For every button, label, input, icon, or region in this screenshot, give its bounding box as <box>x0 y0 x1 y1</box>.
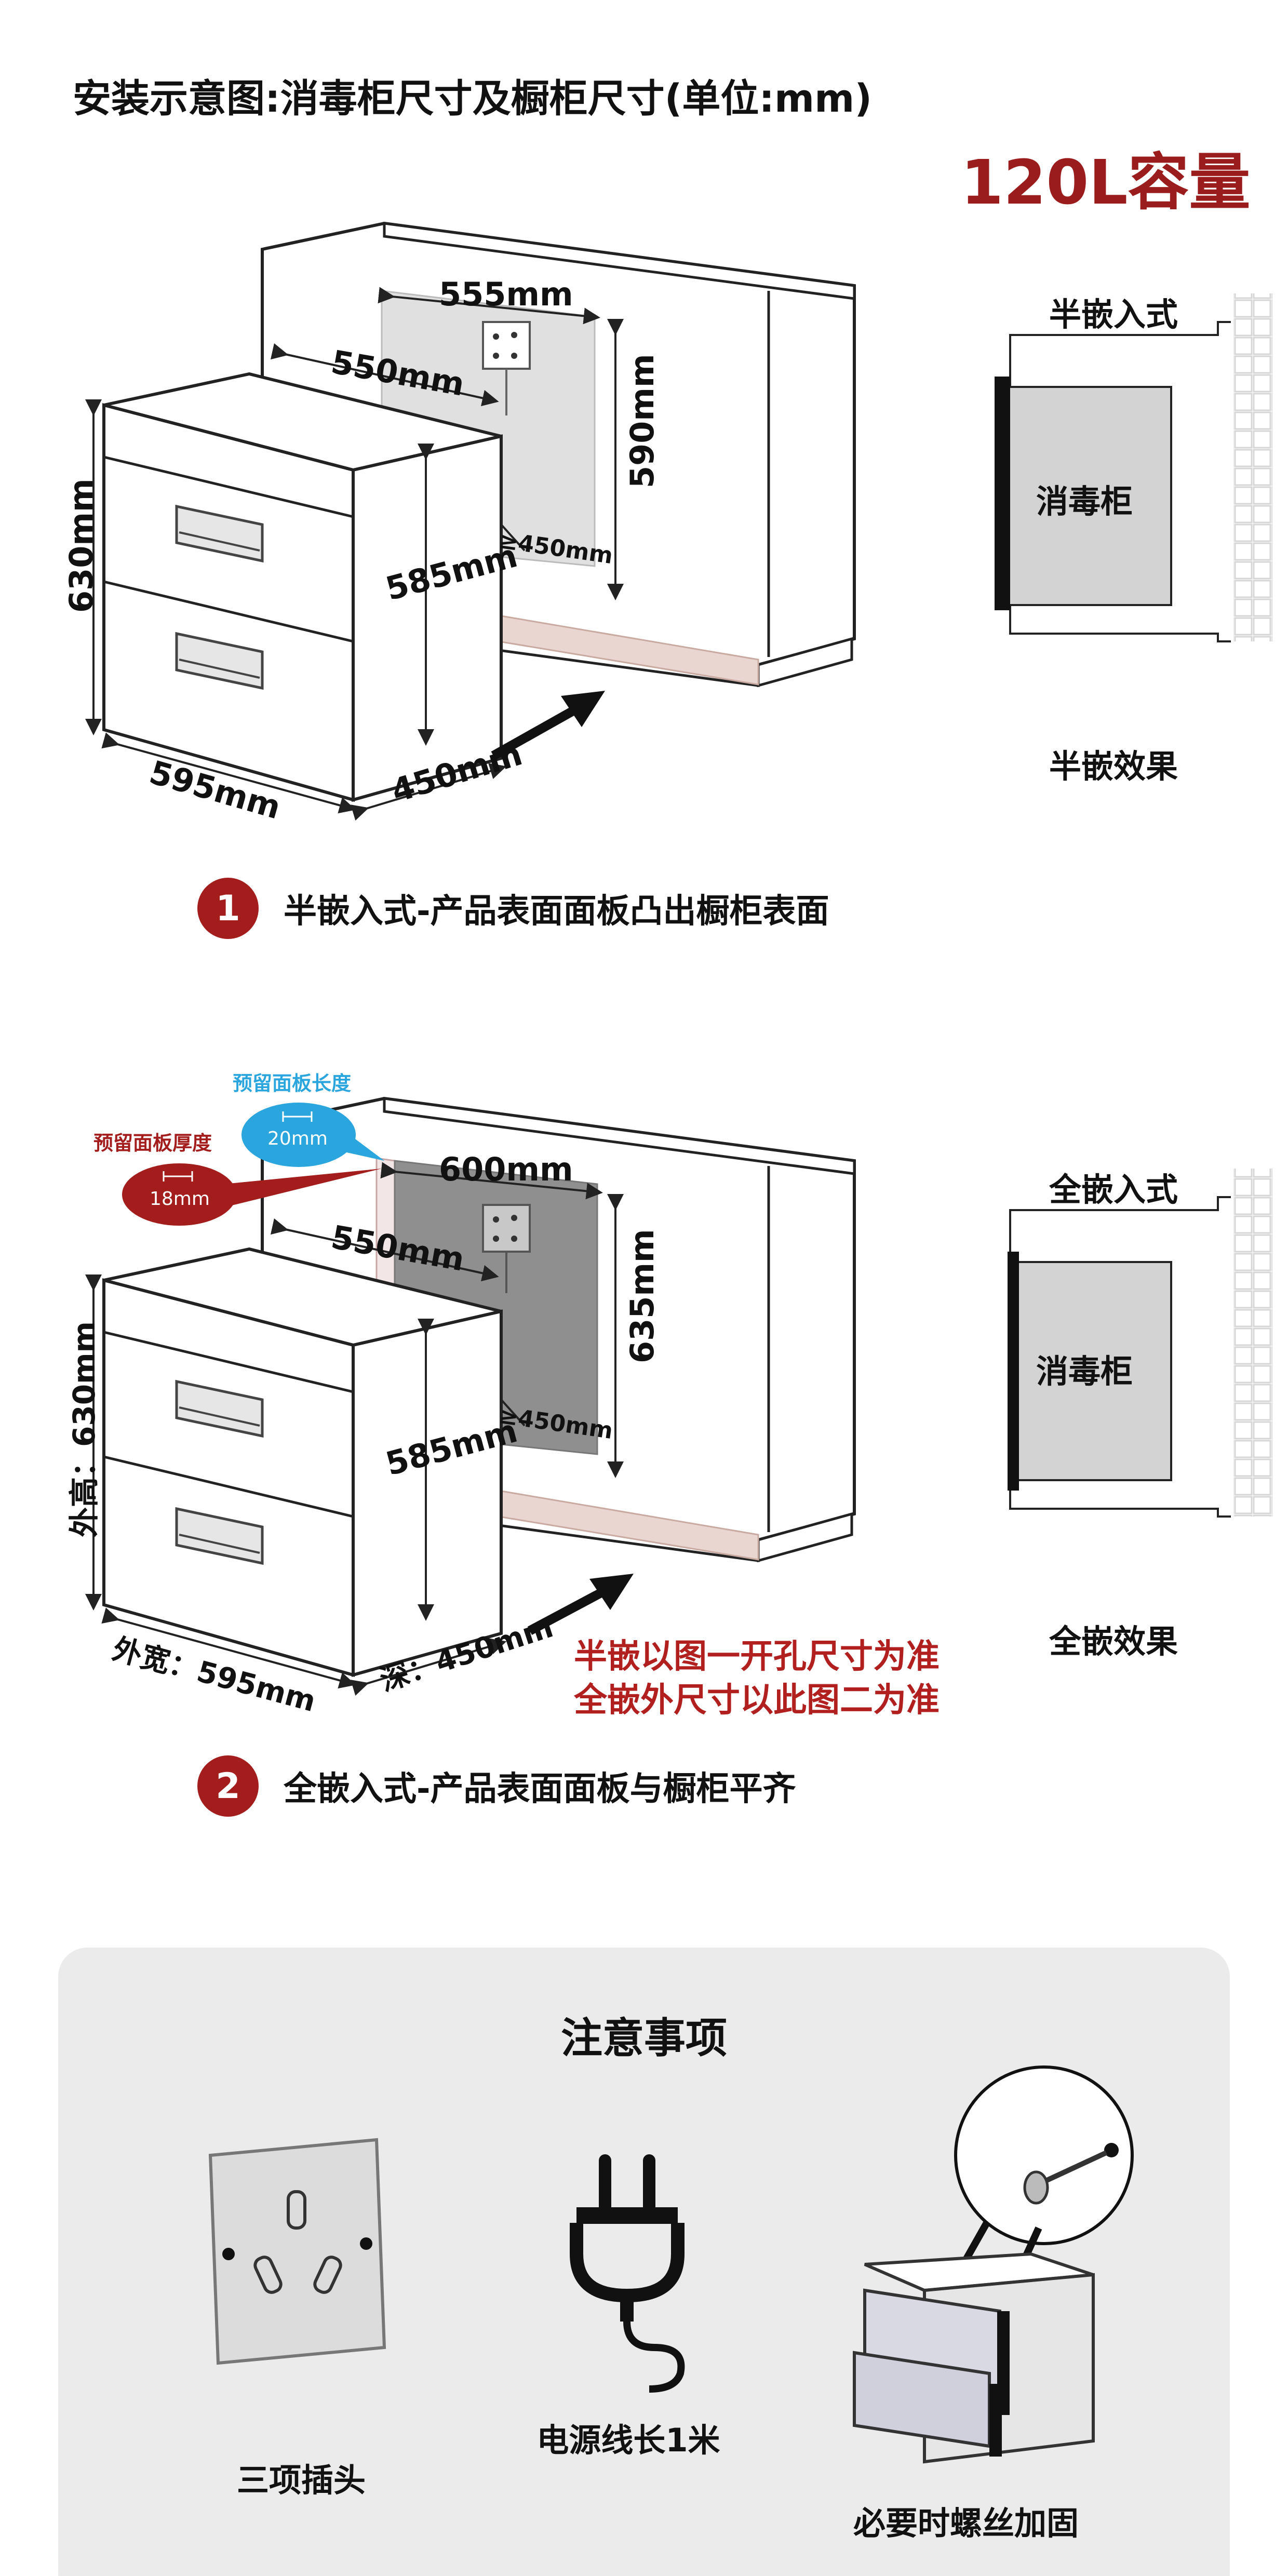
step-1-number: 1 <box>197 878 259 939</box>
dim-outer-height-2: 外高：630mm <box>66 1321 102 1537</box>
reserve-length-bubble <box>242 1103 384 1167</box>
insert-arrow-1 <box>491 691 605 760</box>
step-1-text: 半嵌入式-产品表面面板凸出橱柜表面 <box>284 892 829 931</box>
notice-item-screw-label: 必要时螺丝加固 <box>853 2504 1079 2542</box>
effect-caption-1: 半嵌效果 <box>1049 747 1178 785</box>
side-view-title-2: 全嵌入式 <box>1049 1171 1178 1209</box>
note-line-1: 半嵌以图一开孔尺寸为准 <box>574 1638 940 1676</box>
dim-outer-height-1: 630mm <box>62 478 100 613</box>
cabinet-label-1: 消毒柜 <box>1036 482 1133 520</box>
step-1: 1 半嵌入式-产品表面面板凸出橱柜表面 <box>197 878 829 939</box>
disinfection-cabinet-1 <box>85 372 507 821</box>
step-2: 2 全嵌入式-产品表面面板与橱柜平齐 <box>197 1755 796 1817</box>
dim-cutout-width-1: 555mm <box>439 275 573 313</box>
reserve-thickness-value: 18mm <box>150 1188 210 1210</box>
page-title: 安装示意图:消毒柜尺寸及橱柜尺寸(单位:mm) <box>73 76 873 121</box>
side-view-title-1: 半嵌入式 <box>1049 296 1178 333</box>
disinfection-cabinet-2 <box>85 1247 507 1696</box>
notice-title: 注意事项 <box>561 2014 727 2062</box>
dim-cutout-height-2: 635mm <box>623 1229 661 1363</box>
insert-arrow-2 <box>527 1574 634 1635</box>
side-view-full-embed <box>1008 1169 1272 1518</box>
cabinet-label-2: 消毒柜 <box>1036 1352 1133 1390</box>
notice-item-plug-label: 电源线长1米 <box>536 2421 720 2459</box>
side-view-half-embed <box>995 293 1272 642</box>
step-2-number: 2 <box>197 1755 259 1817</box>
step-2-text: 全嵌入式-产品表面面板与橱柜平齐 <box>284 1770 796 1808</box>
reserve-thickness-bubble <box>122 1163 382 1226</box>
effect-caption-2: 全嵌效果 <box>1049 1622 1178 1660</box>
reserve-length-value: 20mm <box>267 1128 328 1149</box>
note-line-2: 全嵌外尺寸以此图二为准 <box>574 1681 940 1720</box>
capacity-badge: 120L容量 <box>961 146 1251 218</box>
notice-item-socket-label: 三项插头 <box>236 2461 366 2499</box>
plug-icon <box>570 2154 685 2393</box>
socket-icon <box>208 2138 386 2365</box>
screw-cabinet-icon <box>853 2065 1134 2464</box>
reserve-length-label: 预留面板长度 <box>233 1072 352 1095</box>
dim-cutout-height-1: 590mm <box>623 354 661 488</box>
reserve-thickness-label: 预留面板厚度 <box>93 1132 212 1155</box>
dim-cutout-width-2: 600mm <box>439 1150 573 1188</box>
